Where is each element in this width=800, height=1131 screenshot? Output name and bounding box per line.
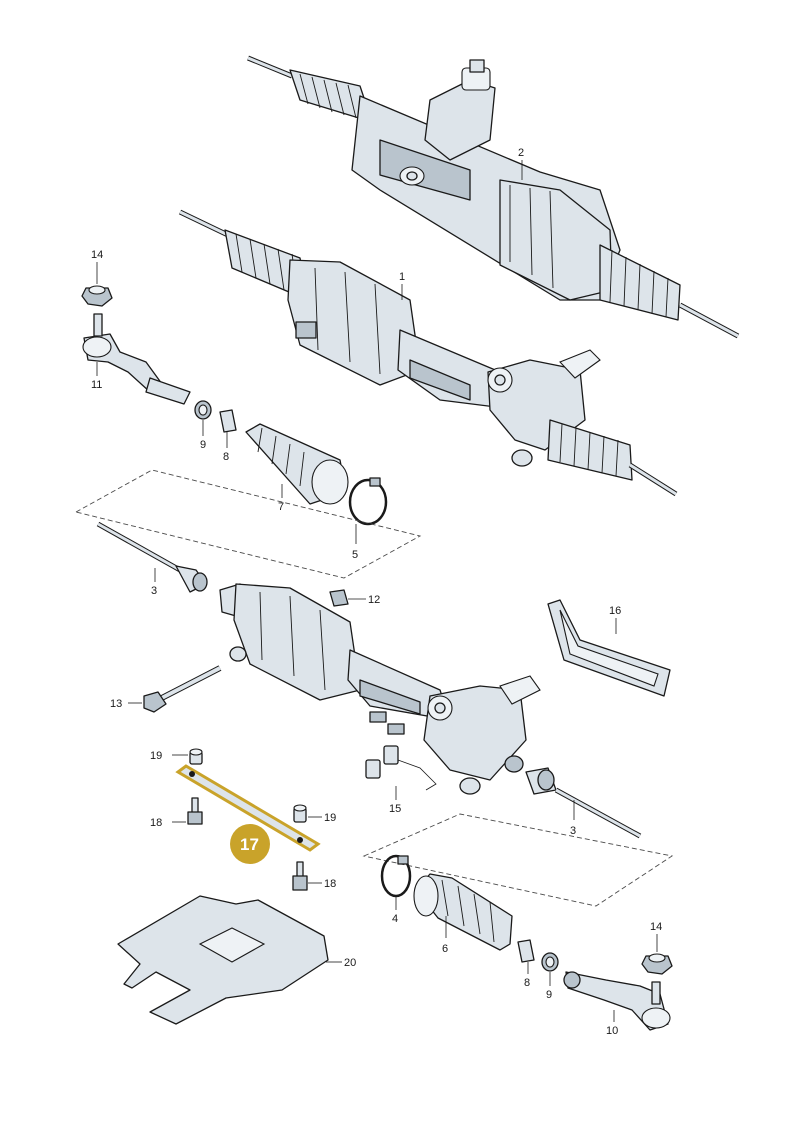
bolt-13[interactable] [143,665,222,713]
ring-9-right[interactable] [541,952,559,972]
callout-8-left: 8 [223,451,229,463]
shield-plate-20[interactable] [117,895,329,1025]
callout-19-left: 19 [150,750,162,762]
tie-rod-3-right[interactable] [525,767,642,839]
callout-12: 12 [368,594,380,606]
callout-7: 7 [278,501,284,513]
callout-3-right: 3 [570,825,576,837]
callout-14-left: 14 [91,249,103,261]
tie-rod-end-10[interactable] [563,971,671,1031]
boot-7[interactable] [245,423,349,505]
callout-9-left: 9 [200,439,206,451]
nut-14[interactable] [81,285,113,307]
tie-rod-3-left[interactable] [96,521,208,593]
clamp-ring-5[interactable] [348,477,388,526]
badge-17-label: 17 [240,835,259,854]
kit-outline-lower [362,813,674,907]
bolt-18-right[interactable] [292,861,308,891]
badge-17: 17 [230,824,270,864]
callout-15: 15 [389,803,401,815]
callout-20: 20 [344,957,356,969]
callout-14-right: 14 [650,921,662,933]
clamp-8-left[interactable] [219,409,237,433]
callout-5: 5 [352,549,358,561]
boot-6[interactable] [413,873,513,951]
wiring-15[interactable] [365,745,437,791]
callout-18-right: 18 [324,878,336,890]
callout-13: 13 [110,698,122,710]
clamp-8-right[interactable] [517,939,535,963]
callout-10: 10 [606,1025,618,1037]
callout-1: 1 [399,271,405,283]
callout-11: 11 [91,379,102,391]
bolt-18-left[interactable] [187,797,203,825]
callout-9-right: 9 [546,989,552,1001]
steering-rack-2[interactable] [247,55,740,339]
bolt-19-right[interactable] [293,804,307,823]
callout-4: 4 [392,913,398,925]
callout-16: 16 [609,605,621,617]
callout-18-left: 18 [150,817,162,829]
steering-rack-main[interactable] [219,583,541,795]
callout-2: 2 [518,147,524,159]
steering-rack-1[interactable] [178,209,678,497]
grease-tube-16[interactable] [547,599,671,697]
nut-14-right[interactable] [641,953,673,975]
clip-12[interactable] [329,589,349,607]
callout-3-left: 3 [151,585,157,597]
tie-rod-end-11[interactable] [82,313,191,405]
callout-19-right: 19 [324,812,336,824]
callout-6: 6 [442,943,448,955]
bolt-19-left[interactable] [189,748,203,765]
bracket-17-highlighted[interactable] [175,764,321,852]
ring-9-left[interactable] [194,400,212,420]
clamp-ring-4[interactable] [380,854,412,898]
kit-outline-upper [74,469,422,579]
callout-8-right: 8 [524,977,530,989]
